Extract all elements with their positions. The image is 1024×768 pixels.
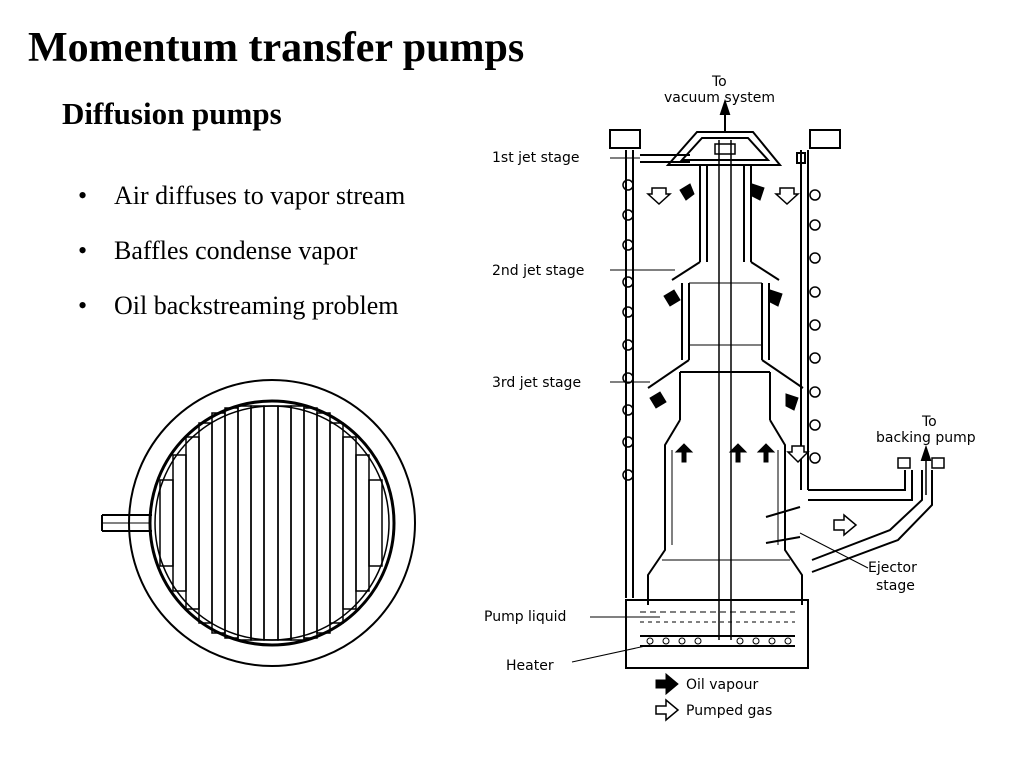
label-heater: Heater — [506, 658, 554, 674]
label-to-backing-1: To — [921, 414, 937, 430]
bullet-text: Oil backstreaming problem — [114, 291, 399, 320]
label-to-vacuum-2: vacuum system — [664, 90, 775, 106]
label-jet-3: 3rd jet stage — [492, 375, 581, 391]
label-jet-2: 2nd jet stage — [492, 263, 584, 279]
legend-oil-vapour: Oil vapour — [686, 677, 758, 693]
bullet-item: • Air diffuses to vapor stream — [78, 176, 405, 231]
bullet-text: Air diffuses to vapor stream — [114, 181, 406, 210]
bullet-dot-icon: • — [78, 291, 88, 320]
label-ejector-2: stage — [876, 578, 915, 594]
bullet-list: • Air diffuses to vapor stream • Baffles c… — [78, 176, 405, 341]
label-ejector-1: Ejector — [868, 560, 917, 576]
legend-pumped-gas: Pumped gas — [686, 703, 772, 719]
label-pump-liquid: Pump liquid — [484, 609, 566, 625]
label-to-backing-2: backing pump — [876, 430, 976, 446]
slide-subtitle: Diffusion pumps — [62, 96, 282, 131]
bullet-text: Baffles condense vapor — [114, 236, 358, 265]
pumped-gas-arrows — [646, 187, 858, 537]
diffusion-pump-diagram — [571, 98, 945, 669]
label-to-vacuum-1: To — [711, 74, 727, 90]
oil-vapour-legend-icon — [655, 672, 679, 696]
bullet-item: • Oil backstreaming problem — [78, 286, 405, 341]
bullet-dot-icon: • — [78, 181, 88, 210]
slide-title: Momentum transfer pumps — [28, 25, 525, 71]
pumped-gas-legend-icon — [655, 698, 680, 722]
bullet-dot-icon: • — [78, 236, 88, 265]
label-jet-1: 1st jet stage — [492, 150, 579, 166]
oil-vapour-arrows — [649, 183, 799, 463]
bullet-item: • Baffles condense vapor — [78, 231, 405, 286]
baffle-circle-figure — [101, 379, 416, 667]
